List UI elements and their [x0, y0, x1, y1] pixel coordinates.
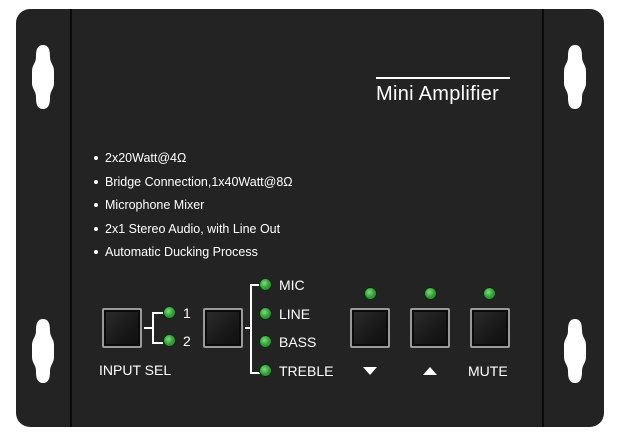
bullet-icon: [94, 203, 98, 207]
mute-label: MUTE: [468, 363, 508, 379]
led-volume-up: [424, 287, 437, 300]
right-divider: [542, 9, 544, 427]
title-rule: [376, 77, 510, 79]
mode-select-button[interactable]: [203, 308, 243, 348]
input-bracket: [152, 312, 163, 344]
feature-item: Bridge Connection,1x40Watt@8Ω: [94, 173, 293, 197]
bullet-icon: [94, 250, 98, 254]
bullet-icon: [94, 226, 98, 231]
input-1-label: 1: [183, 305, 191, 321]
led-treble: [259, 364, 272, 377]
input-bracket-stub: [144, 327, 152, 329]
led-volume-down: [364, 287, 377, 300]
feature-item: 2x20Watt@4Ω: [94, 149, 293, 173]
feature-list: 2x20Watt@4Ω Bridge Connection,1x40Watt@8…: [94, 149, 293, 267]
amplifier-front-panel: Mini Amplifier 2x20Watt@4Ω Bridge Connec…: [16, 9, 604, 427]
triangle-up-icon: [423, 367, 437, 375]
mode-line-label: LINE: [279, 306, 311, 322]
mode-treble-label: TREBLE: [279, 363, 334, 379]
bullet-icon: [94, 156, 98, 160]
mode-bracket-stub: [245, 327, 250, 329]
mounting-slot-icon: [28, 317, 58, 385]
mounting-slot-icon: [560, 317, 590, 385]
led-mute: [483, 287, 496, 300]
left-divider: [70, 9, 72, 427]
bullet-icon: [94, 179, 98, 184]
feature-item: Microphone Mixer: [94, 196, 293, 220]
input-select-button[interactable]: [102, 308, 142, 348]
input-2-label: 2: [183, 333, 191, 349]
led-mic: [259, 278, 272, 291]
mode-bracket: [250, 284, 261, 374]
led-bass: [259, 335, 272, 348]
input-sel-label: INPUT SEL: [99, 362, 172, 378]
led-input-1: [163, 306, 176, 319]
volume-down-button[interactable]: [350, 308, 390, 348]
feature-item: 2x1 Stereo Audio, with Line Out: [94, 220, 293, 244]
volume-up-button[interactable]: [410, 308, 450, 348]
mute-button[interactable]: [470, 308, 510, 348]
mounting-slot-icon: [560, 43, 590, 111]
mode-mic-label: MIC: [279, 277, 305, 293]
feature-item: Automatic Ducking Process: [94, 243, 293, 267]
led-input-2: [163, 334, 176, 347]
led-line: [259, 307, 272, 320]
triangle-down-icon: [363, 367, 377, 375]
mounting-slot-icon: [28, 43, 58, 111]
mode-bass-label: BASS: [279, 334, 317, 350]
product-title: Mini Amplifier: [376, 83, 500, 105]
